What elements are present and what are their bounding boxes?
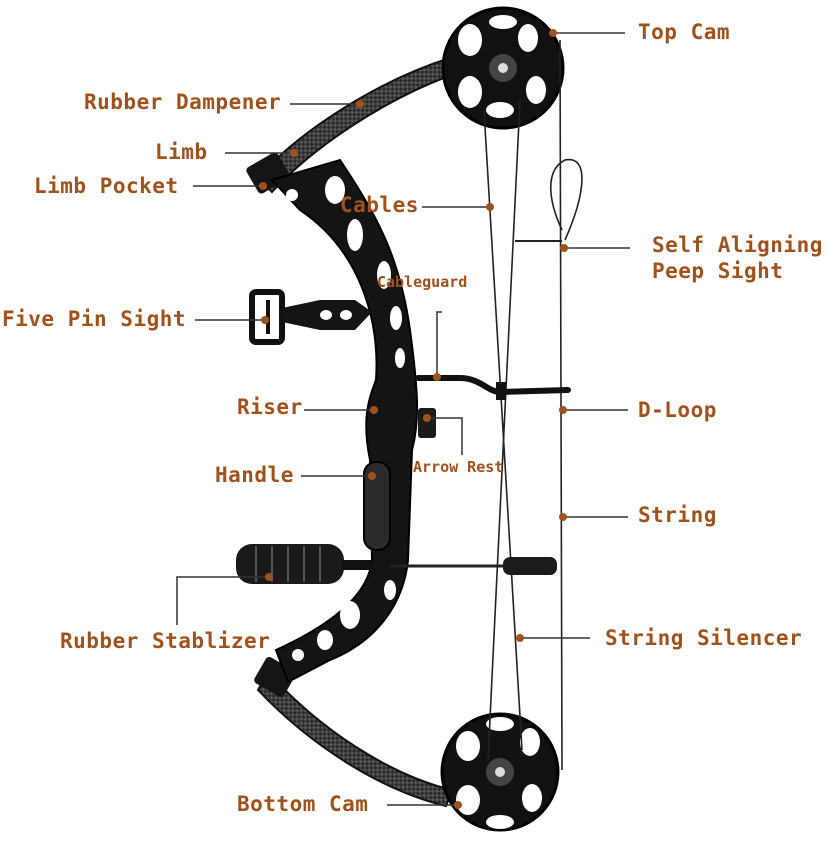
label-bottom-cam: Bottom Cam	[237, 794, 368, 815]
label-limb: Limb	[155, 142, 208, 163]
upper-limb	[258, 58, 460, 192]
label-self-aligning: Self Aligning	[652, 232, 823, 258]
strings-and-cables	[484, 40, 582, 770]
label-self-aligning-peep-sight: Self Aligning Peep Sight	[652, 232, 823, 285]
handle-grip	[364, 462, 390, 550]
label-top-cam: Top Cam	[638, 22, 730, 43]
label-d-loop: D-Loop	[638, 400, 717, 421]
label-cables: Cables	[340, 195, 419, 216]
label-string-silencer: String Silencer	[605, 628, 802, 649]
sight-icon	[252, 292, 372, 342]
label-riser: Riser	[237, 397, 303, 418]
label-limb-pocket: Limb Pocket	[34, 176, 179, 197]
arrow-nock	[503, 557, 557, 575]
label-handle: Handle	[215, 465, 294, 486]
label-five-pin-sight: Five Pin Sight	[2, 309, 186, 330]
bottom-cam-icon	[442, 714, 558, 830]
label-arrow-rest: Arrow Rest	[413, 460, 503, 475]
label-string: String	[638, 505, 717, 526]
arrow-rest-body	[418, 408, 436, 438]
stabilizer-icon	[236, 544, 372, 584]
label-peep-sight: Peep Sight	[652, 258, 823, 284]
top-cam-icon	[443, 8, 563, 128]
label-rubber-stabilizer: Rubber Stablizer	[60, 631, 270, 652]
label-rubber-dampener: Rubber Dampener	[84, 92, 281, 113]
lower-limb	[258, 672, 452, 806]
cable-guard-rod	[418, 378, 568, 392]
label-cableguard: Cableguard	[377, 275, 467, 290]
